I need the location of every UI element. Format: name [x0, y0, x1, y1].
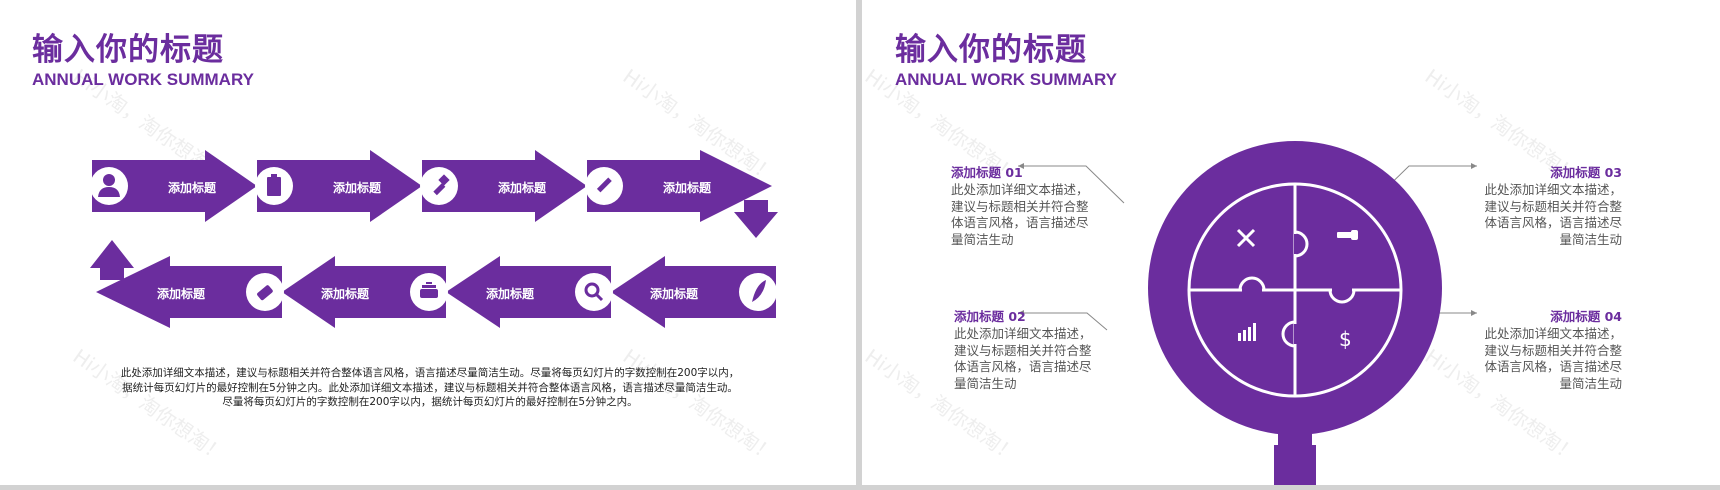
- arrow-label-3: 添加标题: [497, 181, 546, 195]
- desc-line: 体语言风格，语言描述尽: [1484, 215, 1622, 230]
- flashlight-icon: [1337, 230, 1358, 240]
- item-title-01: 添加标题 01: [951, 165, 1023, 180]
- page-subtitle: ANNUAL WORK SUMMARY: [895, 70, 1117, 89]
- arrow-label-1: 添加标题: [167, 181, 216, 195]
- desc-line: 此处添加详细文本描述，: [1484, 326, 1622, 341]
- desc-line: 量简洁生动: [954, 375, 1017, 391]
- desc-line: 此处添加详细文本描述，: [954, 326, 1092, 341]
- item-title-02: 添加标题 02: [954, 309, 1026, 324]
- desc-line: 建议与标题相关并符合整: [954, 342, 1092, 358]
- desc-line: 建议与标题相关并符合整: [1484, 198, 1622, 214]
- flashlight-icon: [433, 174, 450, 196]
- item-desc-02: 此处添加详细文本描述， 建议与标题相关并符合整 体语言风格，语言描述尽 量简洁生…: [954, 326, 1104, 392]
- page-subtitle: ANNUAL WORK SUMMARY: [32, 70, 254, 89]
- desc-line: 体语言风格，语言描述尽: [954, 359, 1092, 374]
- page-title: 输入你的标题: [32, 32, 224, 68]
- desc-line: 建议与标题相关并符合整: [951, 198, 1089, 214]
- slide-right: Hi小淘，淘你想淘！ Hi小淘，淘你想淘！ Hi小淘，淘你想淘！ Hi小淘，淘你…: [862, 0, 1720, 485]
- desc-line: 此处添加详细文本描述，: [1484, 182, 1622, 197]
- slide-left: Hi小淘，淘你想淘！ Hi小淘，淘你想淘！ Hi小淘，淘你想淘！ Hi小淘，淘你…: [0, 0, 856, 485]
- arrow-label-6: 添加标题: [320, 287, 369, 301]
- desc-line: 量简洁生动: [951, 231, 1014, 247]
- item-desc-04: 此处添加详细文本描述， 建议与标题相关并符合整 体语言风格，语言描述尽 量简洁生…: [1472, 326, 1622, 392]
- desc-line: 体语言风格，语言描述尽: [1484, 359, 1622, 374]
- arrow-label-5: 添加标题: [156, 287, 205, 301]
- puzzle-magnifier-diagram: $: [1018, 141, 1477, 485]
- tag-icon: [257, 285, 273, 301]
- desc-line: 此处添加详细文本描述，: [951, 182, 1089, 197]
- bar-chart-icon: [1238, 323, 1256, 341]
- body-line: 此处添加详细文本描述，建议与标题相关并符合整体语言风格，语言描述尽量简洁生动。尽…: [120, 367, 740, 379]
- desc-line: 量简洁生动: [1559, 375, 1622, 391]
- search-icon: [584, 282, 604, 302]
- tools-icon: [1236, 228, 1256, 248]
- dollar-icon: $: [1339, 327, 1352, 351]
- desc-line: 体语言风格，语言描述尽: [951, 215, 1089, 230]
- body-line: 尽量将每页幻灯片的字数控制在200字以内，据统计每页幻灯片的最好控制在5分钟之内…: [222, 396, 638, 408]
- arrow-flow-diagram: [90, 150, 778, 328]
- desc-line: 建议与标题相关并符合整: [1484, 342, 1622, 358]
- desc-line: 量简洁生动: [1559, 231, 1622, 247]
- item-desc-01: 此处添加详细文本描述， 建议与标题相关并符合整 体语言风格，语言描述尽 量简洁生…: [951, 182, 1101, 248]
- arrow-label-7: 添加标题: [485, 287, 534, 301]
- arrow-icons: [98, 174, 766, 302]
- user-icon: [98, 174, 120, 197]
- body-paragraph: 此处添加详细文本描述，建议与标题相关并符合整体语言风格，语言描述尽量简洁生动。尽…: [80, 366, 780, 410]
- item-title-04: 添加标题 04: [1550, 309, 1622, 324]
- item-desc-03: 此处添加详细文本描述， 建议与标题相关并符合整 体语言风格，语言描述尽 量简洁生…: [1472, 182, 1622, 248]
- body-line: 据统计每页幻灯片的最好控制在5分钟之内。此处添加详细文本描述，建议与标题相关并符…: [122, 381, 738, 394]
- pot-icon: [420, 282, 438, 298]
- arrow-label-8: 添加标题: [649, 287, 698, 301]
- item-title-03: 添加标题 03: [1550, 165, 1622, 180]
- arrow-label-4: 添加标题: [662, 181, 711, 195]
- clipboard-icon: [267, 174, 281, 196]
- arrow-label-2: 添加标题: [332, 181, 381, 195]
- pencil-icon: [596, 177, 612, 193]
- feather-icon: [752, 280, 766, 302]
- page-title: 输入你的标题: [895, 32, 1087, 68]
